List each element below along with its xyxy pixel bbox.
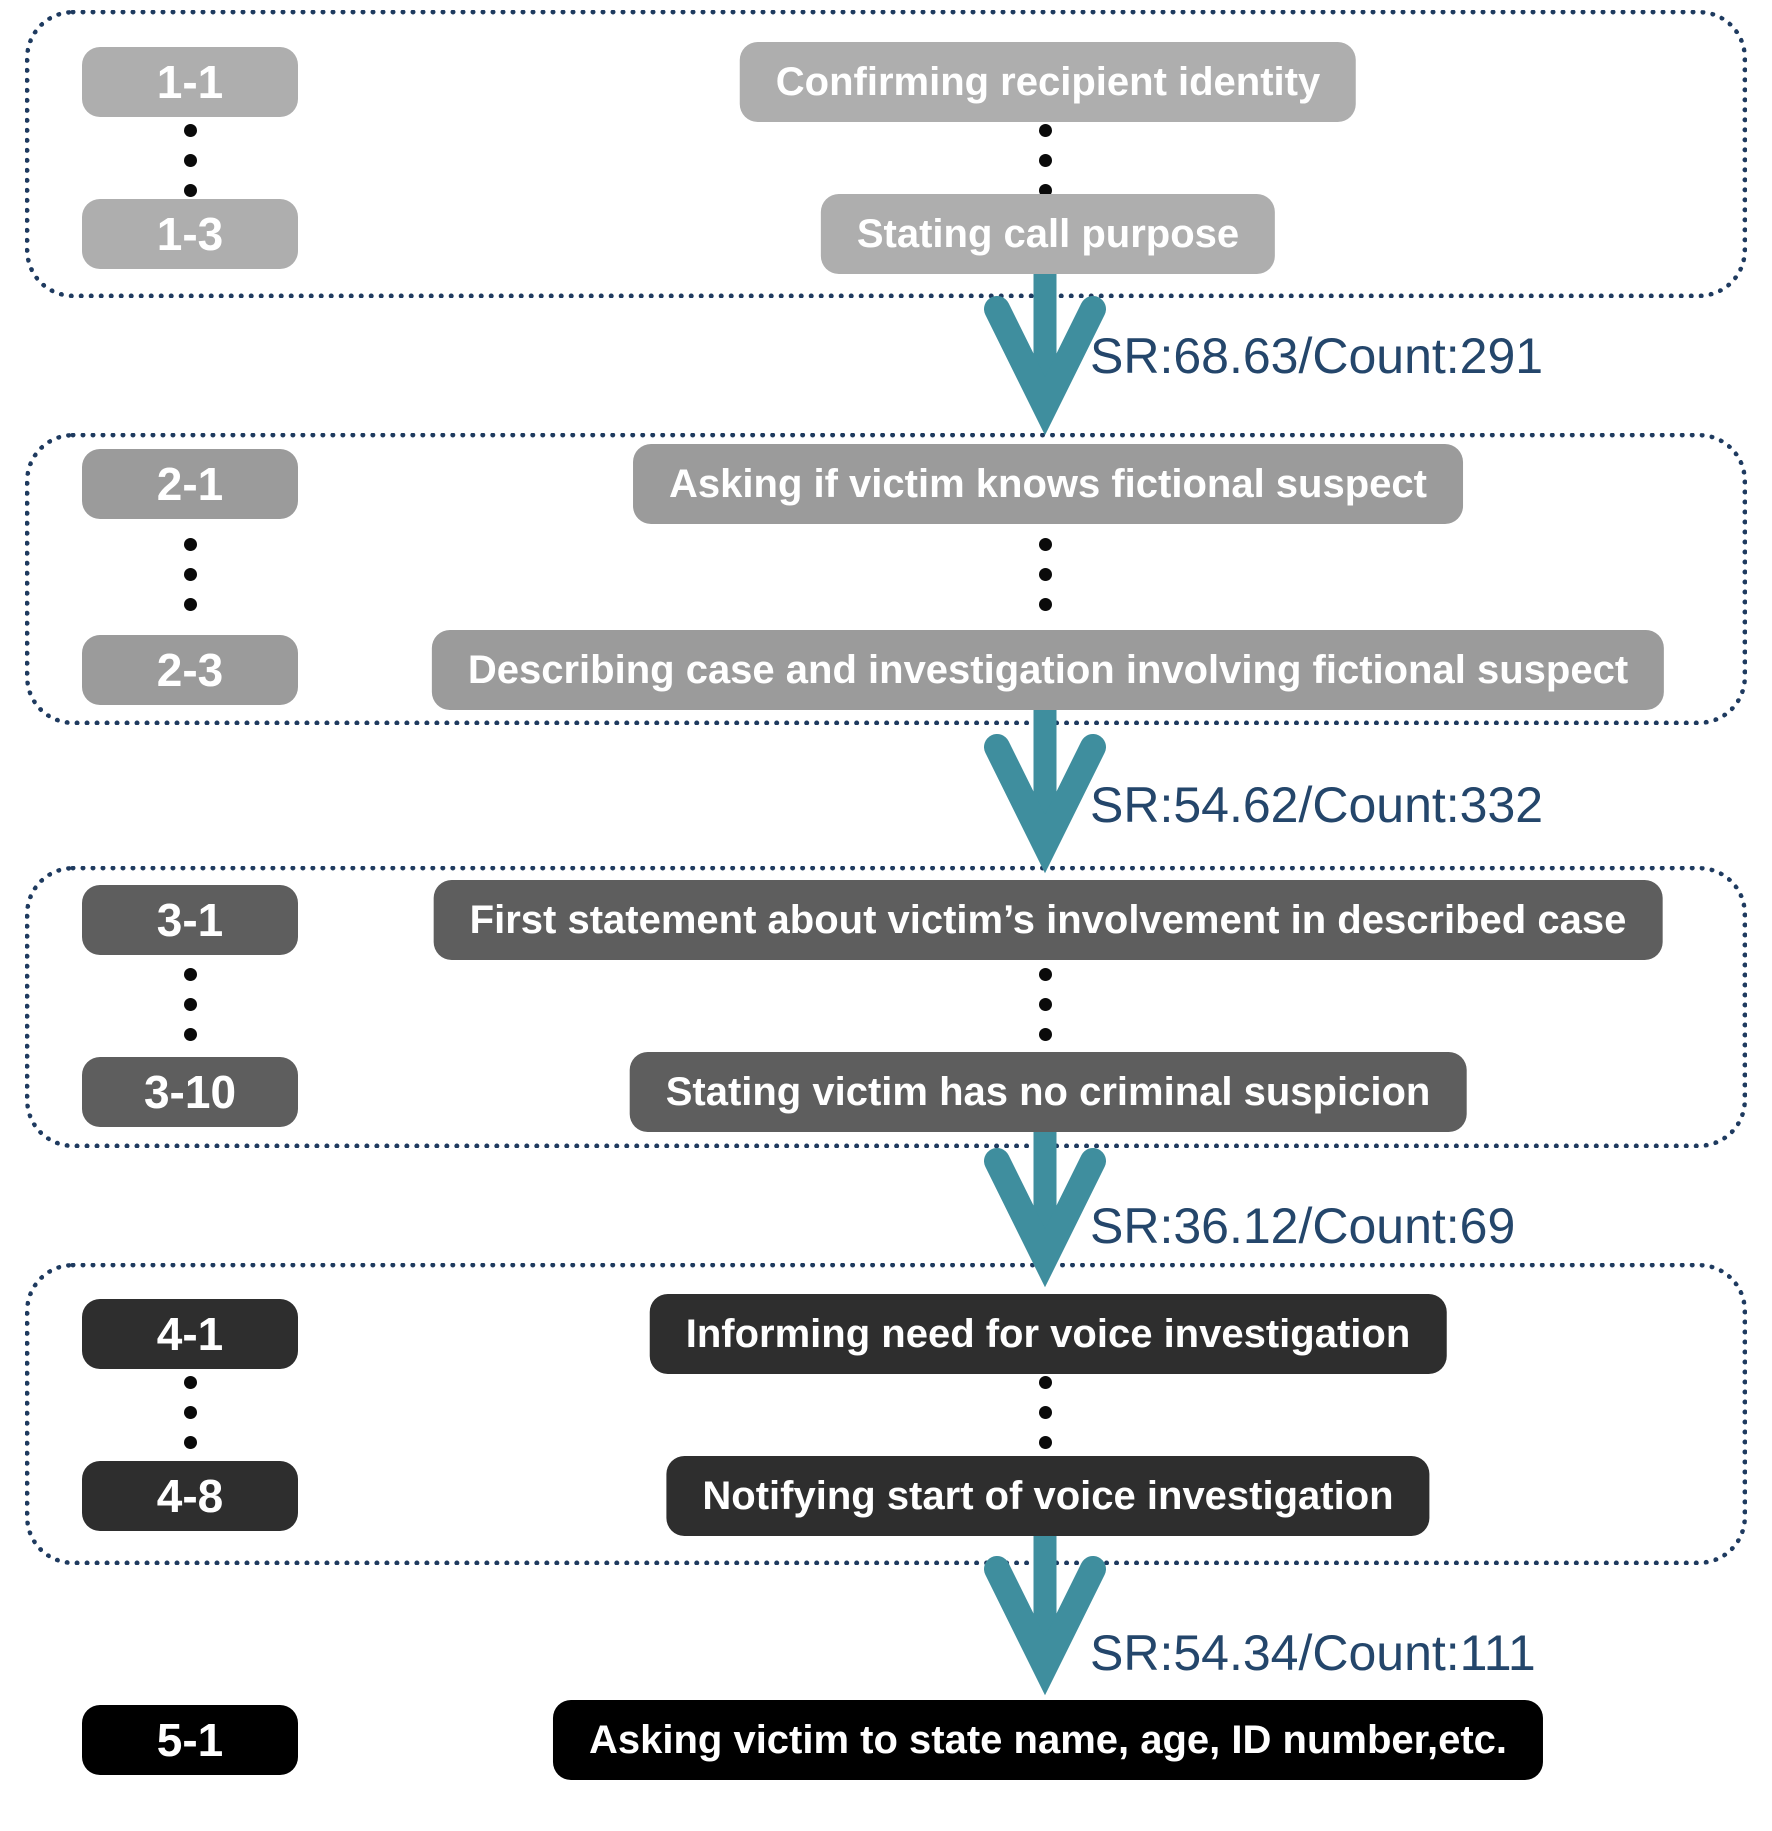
stage-4-step-2: Notifying start of voice investigation — [666, 1456, 1430, 1536]
ellipsis-icon — [183, 968, 197, 1058]
ellipsis-icon — [183, 124, 197, 214]
stage-3-code-1: 3-1 — [82, 885, 298, 955]
ellipsis-icon — [183, 538, 197, 628]
transition-4-label: SR:54.34/Count:111 — [1090, 1625, 1536, 1681]
stage-2-step-2: Describing case and investigation involv… — [431, 630, 1665, 710]
stage-2-code-1: 2-1 — [82, 449, 298, 519]
flow-arrow-icon — [980, 266, 1110, 438]
stage-5-code-1: 5-1 — [82, 1705, 298, 1775]
stage-3-code-2: 3-10 — [82, 1057, 298, 1127]
flow-arrow-icon — [980, 704, 1110, 876]
stage-2-step-1: Asking if victim knows fictional suspect — [633, 444, 1463, 524]
ellipsis-icon — [1038, 538, 1052, 628]
stage-5-step-1: Asking victim to state name, age, ID num… — [552, 1700, 1544, 1780]
flow-arrow-icon — [980, 1532, 1110, 1698]
stage-1-frame — [25, 10, 1747, 298]
ellipsis-icon — [1038, 1376, 1052, 1466]
stage-4-code-2: 4-8 — [82, 1461, 298, 1531]
stage-2-code-2: 2-3 — [82, 635, 298, 705]
stage-3-frame — [25, 866, 1747, 1148]
stage-1-step-1: Confirming recipient identity — [739, 42, 1357, 122]
stage-4-step-1: Informing need for voice investigation — [649, 1294, 1447, 1374]
stage-3-step-1: First statement about victim’s involveme… — [433, 880, 1663, 960]
flow-arrow-icon — [980, 1128, 1110, 1290]
ellipsis-icon — [1038, 968, 1052, 1058]
transition-2-label: SR:54.62/Count:332 — [1090, 777, 1544, 833]
transition-3-label: SR:36.12/Count:69 — [1090, 1198, 1516, 1254]
stage-3-step-2: Stating victim has no criminal suspicion — [629, 1052, 1467, 1132]
stage-1-code-2: 1-3 — [82, 199, 298, 269]
stage-1-step-2: Stating call purpose — [820, 194, 1276, 274]
stage-1-code-1: 1-1 — [82, 47, 298, 117]
stage-4-frame — [25, 1263, 1747, 1565]
stage-2-frame — [25, 433, 1747, 725]
ellipsis-icon — [1038, 124, 1052, 214]
stage-4-code-1: 4-1 — [82, 1299, 298, 1369]
transition-1-label: SR:68.63/Count:291 — [1090, 328, 1544, 384]
ellipsis-icon — [183, 1376, 197, 1466]
